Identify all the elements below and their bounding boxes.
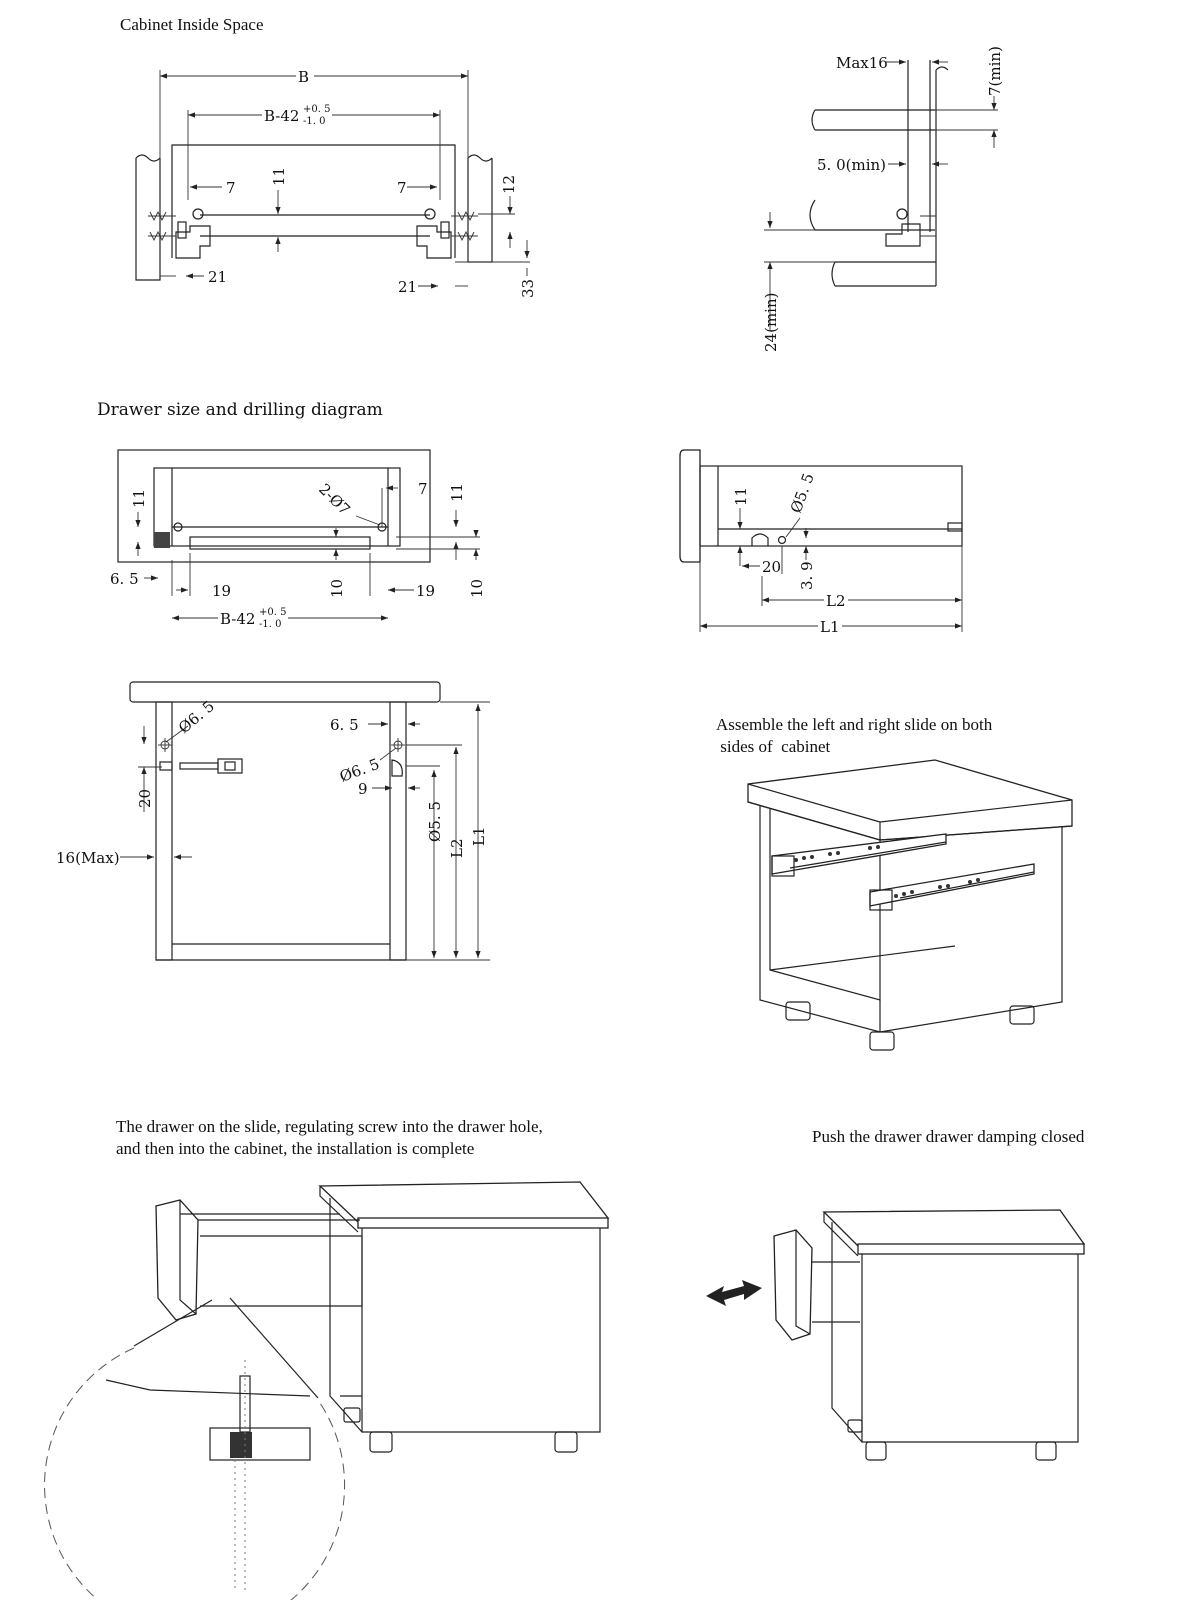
- push-arrow-icon: [706, 1280, 762, 1306]
- dim-65-drill: 6. 5: [110, 570, 139, 588]
- dim-19-left: 19: [212, 582, 231, 600]
- dim-b42-tol-minus-top: -1. 0: [303, 116, 325, 127]
- dim-b42-drill: B-42: [220, 610, 255, 628]
- side-clearance-detail: Max16 7(min) 5. 0(min) 24(min): [762, 46, 1004, 352]
- push-closed-illustration: [706, 1209, 1086, 1461]
- drawer-size-drilling-title: Drawer size and drilling diagram: [97, 400, 383, 420]
- assemble-caption: Assemble the left and right slide on bot…: [716, 714, 992, 758]
- dim-l2-side: L2: [826, 592, 846, 610]
- dim-max16: Max16: [836, 54, 888, 72]
- drawer-drilling-front-diagram: 11 2-Ø7 7 11 10 6. 5 19 19 10: [110, 449, 486, 630]
- assemble-slides-illustration: [747, 759, 1073, 1051]
- dim-7-left: 7: [226, 179, 236, 197]
- cabinet-side-drilling-diagram: Ø6. 5 20 16(Max) 6. 5 Ø6. 5 9 Ø5. 5 L2 L…: [56, 681, 490, 961]
- dim-10-right: 10: [468, 579, 486, 598]
- dim-16max: 16(Max): [56, 849, 120, 867]
- dim-39-side: 3. 9: [798, 561, 816, 590]
- dim-11-drill-right: 11: [448, 483, 466, 502]
- cabinet-inside-space-title: Cabinet Inside Space: [120, 15, 264, 34]
- dim-21-left: 21: [208, 268, 227, 286]
- dim-5min: 5. 0(min): [817, 156, 886, 174]
- dim-holes: 2-Ø7: [315, 480, 354, 519]
- dim-b-top: B: [298, 68, 309, 86]
- dim-l1-side: L1: [820, 618, 840, 636]
- dim-21-right: 21: [398, 278, 417, 296]
- install-caption: The drawer on the slide, regulating scre…: [116, 1116, 543, 1160]
- dim-11-drill-left: 11: [130, 489, 148, 508]
- dim-l2-cab: L2: [448, 838, 466, 858]
- dim-19-right: 19: [416, 582, 435, 600]
- dim-20-cab: 20: [136, 789, 154, 808]
- dim-11-top: 11: [270, 167, 288, 186]
- push-caption: Push the drawer drawer damping closed: [812, 1127, 1085, 1146]
- dim-11-side: 11: [732, 487, 750, 506]
- dim-7min: 7(min): [986, 46, 1004, 96]
- dim-phi55-cab: Ø5. 5: [426, 801, 444, 842]
- hook-block: [154, 532, 170, 548]
- dim-phi65-left: Ø6. 5: [175, 697, 218, 737]
- dim-65-cab: 6. 5: [330, 716, 359, 734]
- installation-complete-illustration: [44, 1181, 610, 1600]
- cabinet-inside-space-diagram: B B-42 +0. 5 -1. 0 7 7 11 12 21 21 33: [135, 66, 537, 298]
- dim-33: 33: [519, 279, 537, 298]
- dim-7-right: 7: [397, 179, 407, 197]
- install-caption-line2: and then into the cabinet, the installat…: [116, 1139, 475, 1158]
- dim-b42-tol-plus-drill: +0. 5: [259, 607, 286, 618]
- dim-b42-tol-plus-top: +0. 5: [303, 104, 330, 115]
- dim-20-side: 20: [762, 558, 781, 576]
- dim-10-middle: 10: [328, 579, 346, 598]
- dim-9-cab: 9: [358, 780, 368, 798]
- zoom-slide-clip: [230, 1432, 252, 1458]
- drawer-side-length-diagram: 11 Ø5. 5 20 3. 9 L2 L1: [679, 449, 963, 636]
- assemble-caption-line2: sides of cabinet: [716, 737, 831, 756]
- install-caption-line1: The drawer on the slide, regulating scre…: [116, 1117, 543, 1136]
- dim-7-drill: 7: [418, 480, 428, 498]
- dim-b42-tol-minus-drill: -1. 0: [259, 619, 281, 630]
- dim-24min: 24(min): [762, 293, 780, 352]
- dim-12: 12: [500, 175, 518, 194]
- dim-b42-top: B-42: [264, 107, 299, 125]
- dim-phi55-side: Ø5. 5: [787, 471, 818, 516]
- assemble-caption-line1: Assemble the left and right slide on bot…: [716, 715, 993, 734]
- dim-l1-cab: L1: [470, 826, 488, 846]
